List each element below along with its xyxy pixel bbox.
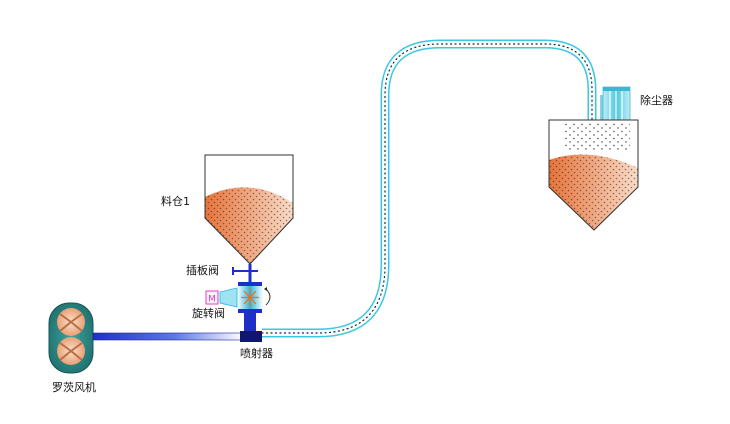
receiving-silo <box>548 119 639 231</box>
rotary-valve-label: 旋转阀 <box>192 307 225 320</box>
motor: M <box>205 290 219 305</box>
gate-valve-label: 插板阀 <box>186 264 219 277</box>
rotary-valve <box>219 282 271 313</box>
dust-collector <box>600 86 631 121</box>
ejector-label: 喷射器 <box>240 347 273 360</box>
ejector <box>240 313 262 342</box>
air-supply-pipe <box>92 332 244 341</box>
silo-1-label: 料仓1 <box>161 195 190 208</box>
motor-label: M <box>208 295 216 305</box>
blower-rotor-top <box>57 308 85 336</box>
gate-valve <box>232 264 258 285</box>
blower-rotor-bottom <box>57 337 85 365</box>
silo-1 <box>204 154 294 265</box>
conveying-pipeline <box>261 39 597 338</box>
dust-collector-label: 除尘器 <box>640 94 673 107</box>
roots-blower-label: 罗茨风机 <box>52 381 96 394</box>
roots-blower <box>48 302 94 374</box>
